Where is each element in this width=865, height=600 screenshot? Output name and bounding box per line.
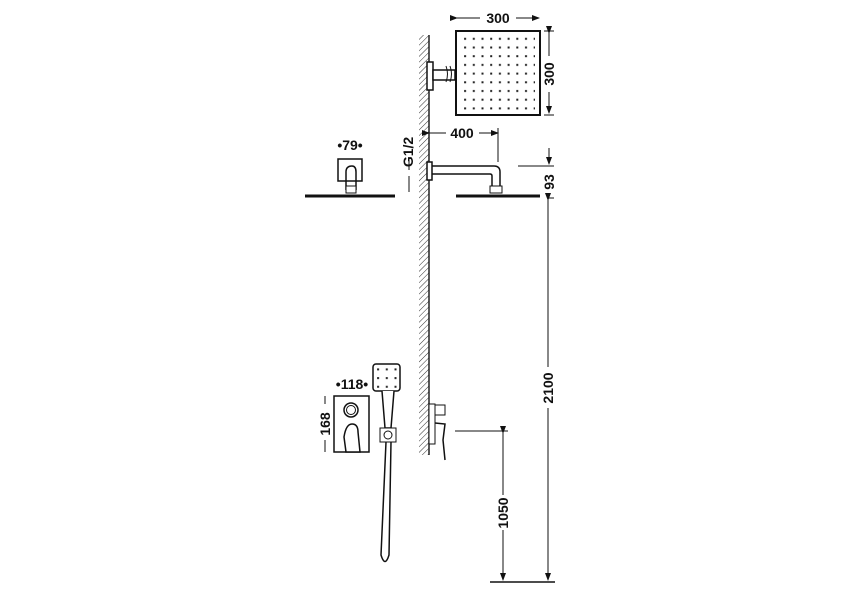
svg-text:•118•: •118• [336, 376, 368, 392]
dimension-head-height: 93 [518, 148, 557, 199]
svg-text:1050: 1050 [495, 497, 511, 528]
shower-arm-side-view [426, 161, 540, 198]
shower-head-top-view [426, 30, 541, 116]
dimension-arm-length: 400 [422, 125, 499, 162]
svg-text:93: 93 [541, 174, 557, 190]
svg-text:G1/2: G1/2 [400, 137, 416, 168]
svg-text:2100: 2100 [540, 372, 556, 403]
dimension-outlet-height: 2100 [540, 193, 556, 581]
dimension-mixer-height: 1050 [455, 426, 511, 581]
mixer-plate-front-view: •118• [333, 376, 370, 453]
svg-text:168: 168 [317, 412, 333, 436]
mixer-side-view [428, 403, 446, 461]
svg-text:400: 400 [450, 125, 474, 141]
wall [419, 35, 430, 455]
dimension-thread: G1/2 [400, 137, 416, 192]
svg-text:300: 300 [541, 62, 557, 86]
dimension-head-width: 300 [450, 10, 540, 26]
dimension-plate-height: 168 [317, 396, 333, 452]
svg-text:•79•: •79• [337, 137, 362, 153]
ceiling-arm-detail: •79• [305, 137, 395, 198]
dimension-head-depth: 300 [541, 26, 557, 116]
hand-shower [372, 363, 401, 563]
svg-text:300: 300 [486, 10, 510, 26]
